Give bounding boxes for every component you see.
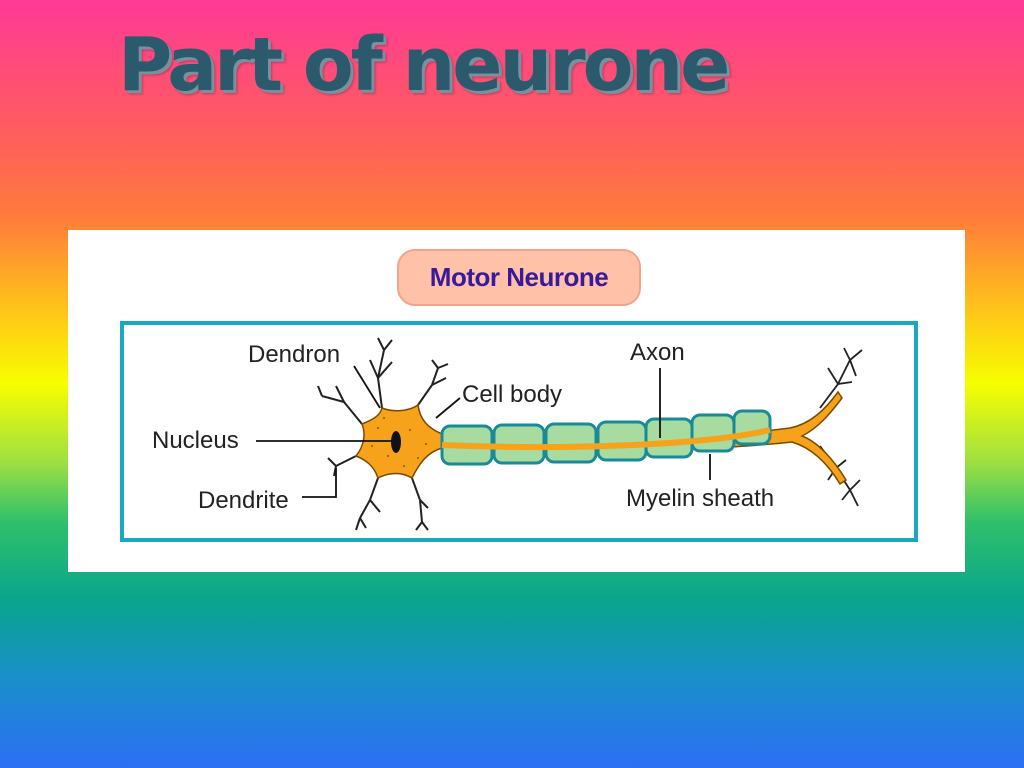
nucleus (391, 431, 401, 453)
label-cell-body: Cell body (462, 381, 562, 408)
label-dendron: Dendron (248, 341, 340, 368)
slide-title: Part of neurone (118, 22, 730, 108)
cell-body-texture (371, 417, 427, 467)
label-myelin-sheath: Myelin sheath (626, 485, 774, 512)
label-leaders (256, 365, 711, 498)
label-nucleus: Nucleus (152, 427, 239, 454)
diagram-heading: Motor Neurone (429, 262, 609, 292)
diagram-panel: Motor Neurone (68, 230, 965, 572)
axon-through-sheath (441, 427, 771, 451)
label-axon: Axon (630, 339, 685, 366)
dendrites (317, 337, 449, 531)
label-dendrite: Dendrite (198, 487, 289, 514)
diagram-heading-badge: Motor Neurone (397, 249, 641, 306)
neuron-diagram-frame (120, 321, 918, 542)
